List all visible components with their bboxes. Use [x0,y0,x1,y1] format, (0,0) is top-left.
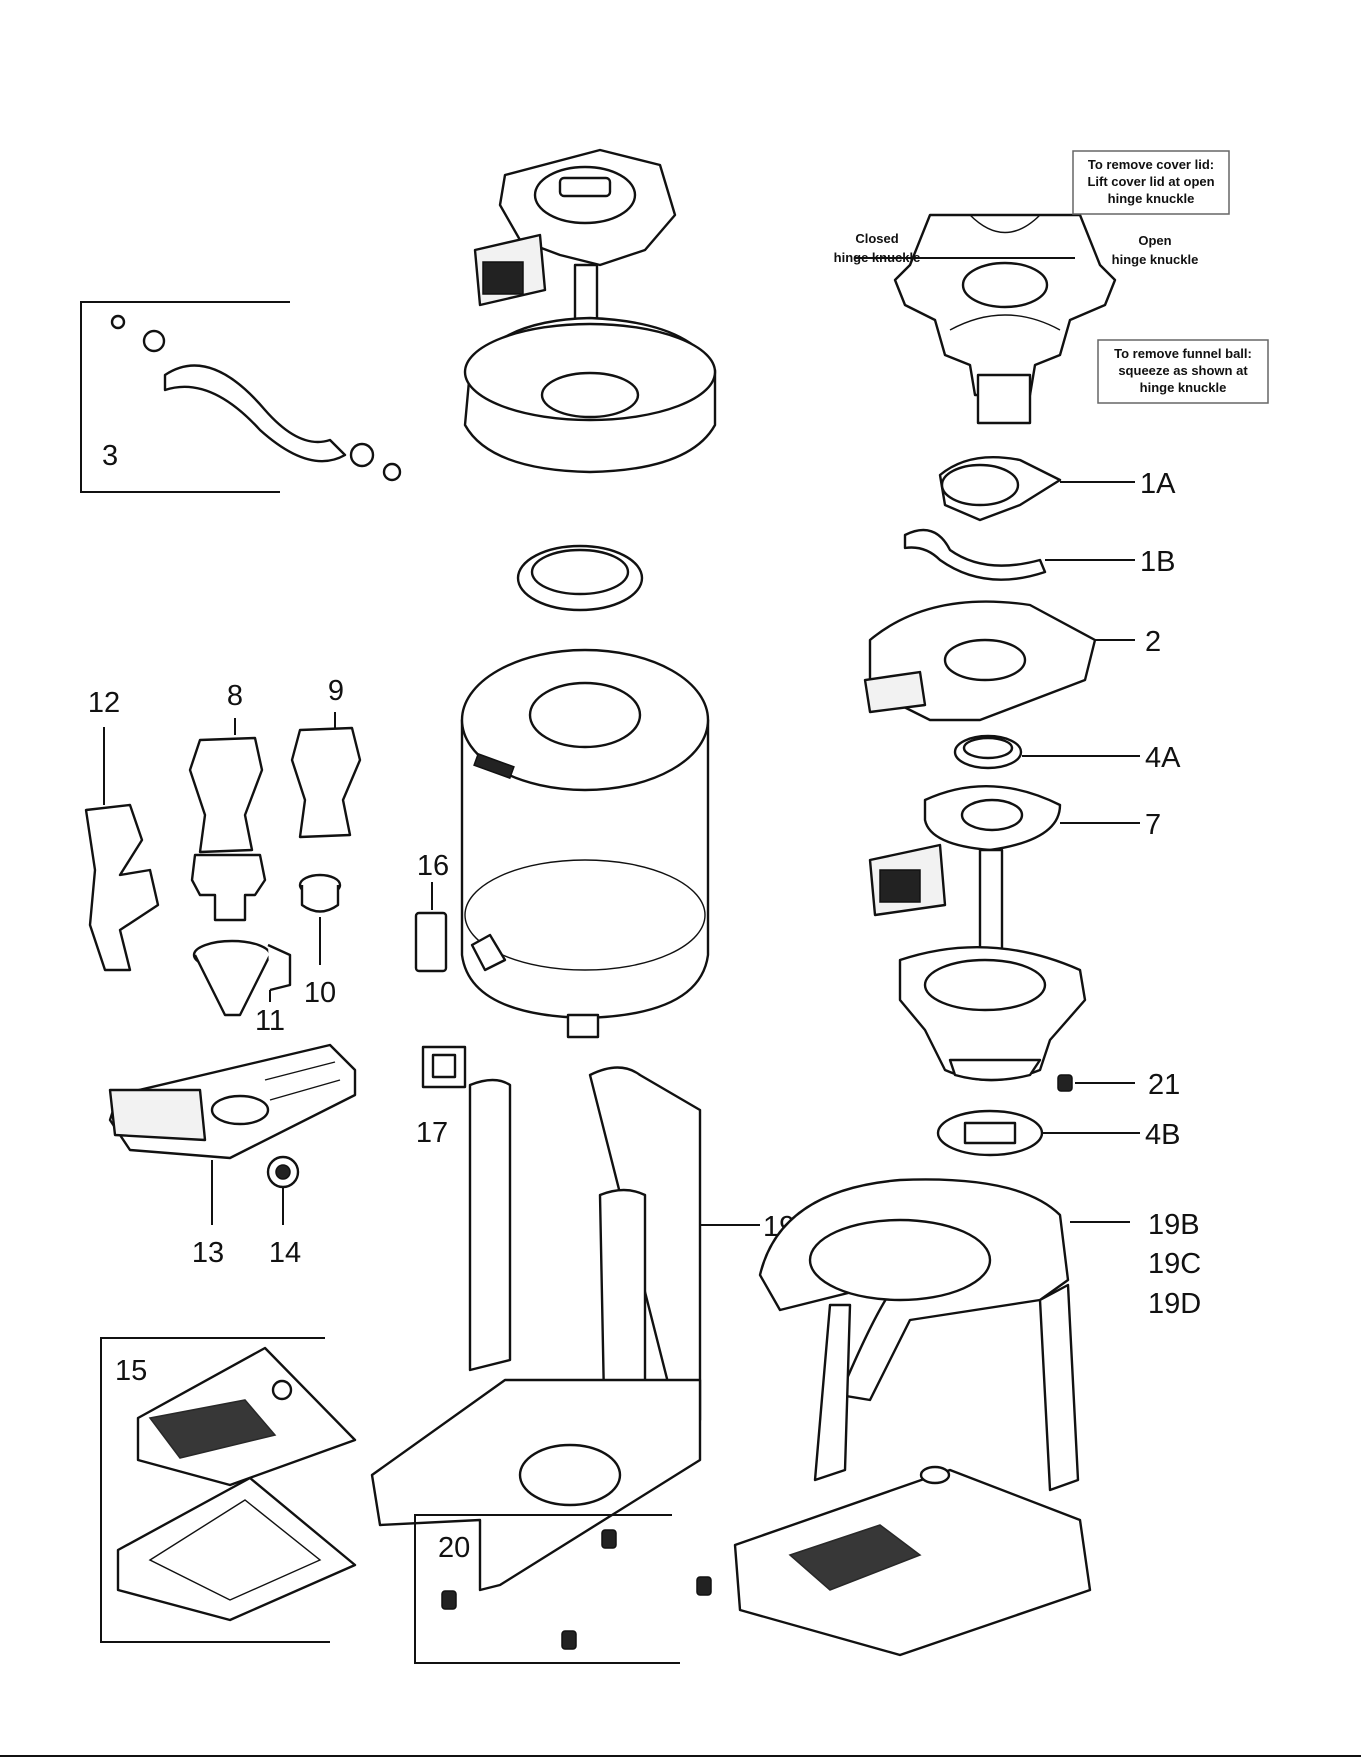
label-19d: 19D [1148,1288,1201,1320]
right-column-parts: 1A 1B 2 4A 7 21 4B [865,457,1181,1155]
cover-lid-note-line-1: To remove cover lid: [1088,157,1214,172]
top-lid-assembly [465,150,715,472]
label-2: 2 [1145,626,1161,658]
faucet-parts: 12 8 9 10 11 [86,675,360,1037]
label-16: 16 [417,850,449,882]
funnel-ball-note-line-1: To remove funnel ball: [1114,346,1252,361]
label-14: 14 [269,1237,301,1269]
cover-lid-note-line-2: Lift cover lid at open [1087,174,1214,189]
cover-lid-note-line-3: hinge knuckle [1108,191,1195,206]
label-20: 20 [438,1532,470,1564]
label-4b: 4B [1145,1119,1180,1151]
part-15-drip-tray: 15 [101,1338,355,1642]
label-3: 3 [102,440,118,472]
label-10: 10 [304,977,336,1009]
label-19b: 19B [1148,1209,1200,1241]
part-19b-stand: 19B 19C 19D [735,1179,1201,1655]
parts-13-14: 13 14 [110,1045,355,1269]
label-4a: 4A [1145,742,1181,774]
label-9: 9 [328,675,344,707]
label-7: 7 [1145,809,1161,841]
open-knuckle-note-line-1: Open [1138,233,1171,248]
closed-knuckle-note-line-2: hinge knuckle [834,250,921,265]
label-8: 8 [227,680,243,712]
center-tank [462,546,708,1037]
label-11: 11 [255,1005,285,1037]
funnel-ball-note-line-3: hinge knuckle [1140,380,1227,395]
closed-knuckle-note-line-1: Closed [855,231,898,246]
open-knuckle-note-line-2: hinge knuckle [1112,252,1199,267]
label-12: 12 [88,687,120,719]
label-1a: 1A [1140,468,1176,500]
label-13: 13 [192,1237,224,1269]
funnel-ball-note-line-2: squeeze as shown at [1118,363,1248,378]
funnel-cover-detail: To remove cover lid: Lift cover lid at o… [834,151,1268,423]
label-19c: 19C [1148,1248,1201,1280]
part-3-handle-kit: 3 [81,302,400,492]
label-21: 21 [1148,1069,1180,1101]
label-1b: 1B [1140,546,1175,578]
label-17: 17 [416,1117,448,1149]
label-15: 15 [115,1355,147,1387]
parts-16-17: 16 17 [416,850,465,1149]
